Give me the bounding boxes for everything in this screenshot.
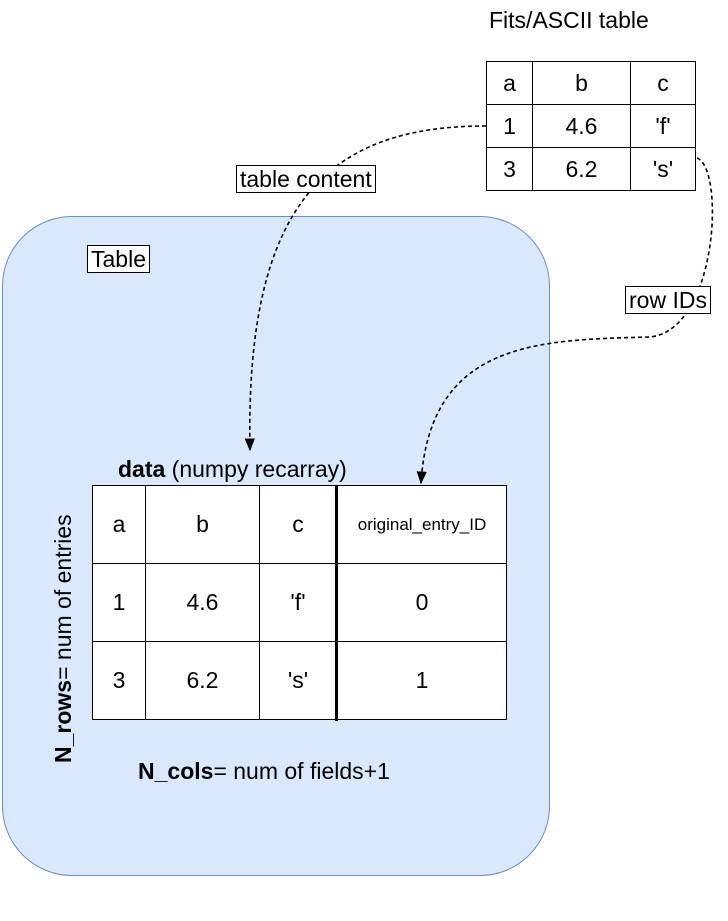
table-cell: 4.6 (145, 563, 260, 642)
data-table: a b c 1 4.6 'f' 3 6.2 's' (92, 485, 337, 720)
table-row: 1 4.6 'f' (92, 563, 337, 642)
table-cell: 's' (630, 147, 696, 191)
n-cols-label: N_cols= num of fields+1 (138, 758, 390, 784)
table-row: original_entry_ID (337, 485, 507, 564)
data-title: data (numpy recarray) (118, 456, 347, 482)
table-cell: 1 (92, 563, 146, 642)
table-label: Table (87, 245, 150, 273)
data-title-bold: data (118, 456, 166, 482)
n-rows-label: N_rows= num of entries (50, 514, 76, 763)
table-cell: 'f' (630, 104, 696, 148)
source-table: a b c 1 4.6 'f' 3 6.2 's' (486, 61, 696, 191)
n-cols-rest: = num of fields+1 (213, 758, 390, 784)
table-header-cell: c (259, 485, 337, 564)
table-row: 3 6.2 's' (486, 147, 696, 191)
table-cell: 0 (337, 563, 507, 642)
n-cols-bold: N_cols (138, 758, 214, 784)
table-cell: 1 (337, 641, 507, 720)
table-row: 1 4.6 'f' (486, 104, 696, 148)
table-row: a b c (92, 485, 337, 564)
table-row: 1 (337, 641, 507, 720)
row-ids-arrow (416, 157, 714, 485)
row-ids-label: row IDs (625, 286, 711, 314)
table-cell: 's' (259, 641, 337, 720)
n-rows-bold: N_rows (50, 679, 76, 763)
table-content-arrow (244, 125, 487, 452)
table-header-cell: original_entry_ID (337, 485, 507, 564)
source-table-title: Fits/ASCII table (489, 7, 649, 33)
divider (335, 485, 338, 721)
table-cell: 4.6 (532, 104, 631, 148)
table-cell: 3 (92, 641, 146, 720)
n-rows-rest: = num of entries (50, 514, 76, 680)
table-header-cell: c (630, 61, 696, 105)
table-cell: 6.2 (532, 147, 631, 191)
table-header-cell: a (92, 485, 146, 564)
table-header-cell: b (532, 61, 631, 105)
table-header-cell: b (145, 485, 260, 564)
data-title-rest: (numpy recarray) (165, 456, 347, 482)
table-row: 3 6.2 's' (92, 641, 337, 720)
table-row: 0 (337, 563, 507, 642)
table-content-label: table content (236, 165, 376, 193)
table-cell: 1 (486, 104, 533, 148)
id-table: original_entry_ID 0 1 (337, 485, 507, 720)
table-cell: 6.2 (145, 641, 260, 720)
table-cell: 'f' (259, 563, 337, 642)
